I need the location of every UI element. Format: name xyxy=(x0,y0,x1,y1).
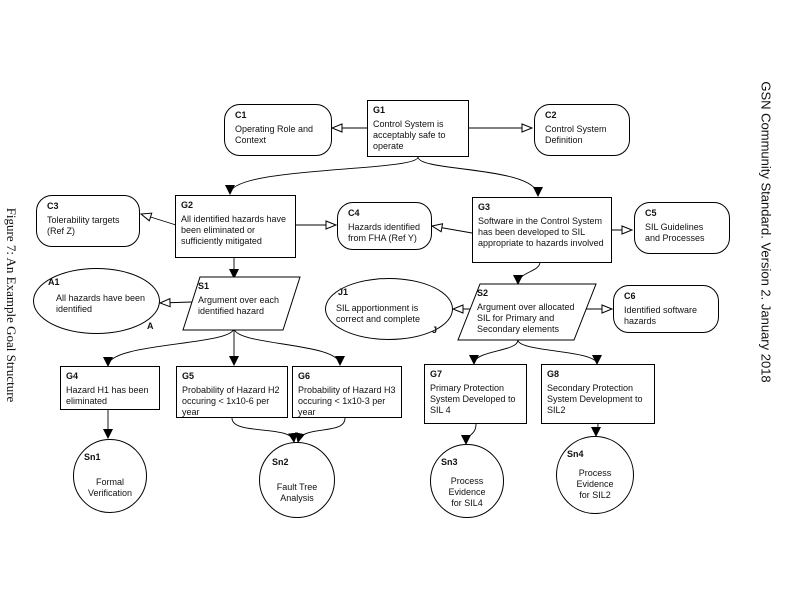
edge-g5-sn2 xyxy=(231,417,298,443)
solution-sn2: Sn2 Fault Tree Analysis xyxy=(259,442,335,518)
node-text: Probability of Hazard H2 occuring < 1x10… xyxy=(182,385,280,417)
node-id: Sn4 xyxy=(567,449,584,459)
goal-g8: G8 Secondary Protection System Developme… xyxy=(541,364,655,424)
context-c6: C6 Identified software hazards xyxy=(613,285,719,333)
node-id: G8 xyxy=(547,369,560,379)
edge-g6-sn2 xyxy=(295,417,346,443)
node-id: G6 xyxy=(298,371,311,381)
goal-g3: G3 Software in the Control System has be… xyxy=(472,197,612,263)
edge-s2-g8 xyxy=(517,339,602,365)
goal-g5: G5 Probability of Hazard H2 occuring < 1… xyxy=(176,366,288,418)
node-text: Hazard H1 has been eliminated xyxy=(66,385,149,406)
edge-g8-sn4 xyxy=(591,423,602,437)
node-id: Sn2 xyxy=(272,457,289,467)
standard-label: GSN Community Standard. Version 2. Janua… xyxy=(758,81,774,383)
node-id: C1 xyxy=(235,110,247,120)
node-text: All identified hazards have been elimina… xyxy=(181,214,287,246)
assumption-marker: A xyxy=(147,321,154,331)
node-text: Software in the Control System has been … xyxy=(478,216,604,248)
node-text: Argument over allocated SIL for Primary … xyxy=(477,302,575,334)
edge-g1-g2 xyxy=(225,156,419,195)
figure-caption: Figure 7: An Example Goal Structure xyxy=(4,207,19,403)
solution-sn1: Sn1 Formal Verification xyxy=(73,439,147,513)
assumption-a1: A1 All hazards have been identified xyxy=(33,268,160,334)
node-text: Control System Definition xyxy=(545,124,607,145)
goal-g1: G1 Control System is acceptably safe to … xyxy=(367,100,469,157)
edge-g1-g3 xyxy=(417,156,543,197)
node-id: S2 xyxy=(477,288,489,298)
node-text: Primary Protection System Developed to S… xyxy=(430,383,516,415)
solution-sn3: Sn3 Process Evidence for SIL4 xyxy=(430,444,504,518)
node-text: Probability of Hazard H3 occuring < 1x10… xyxy=(298,385,396,417)
node-text: SIL apportionment is correct and complet… xyxy=(336,303,421,324)
goal-g7: G7 Primary Protection System Developed t… xyxy=(424,364,527,424)
edge-s1-g4 xyxy=(103,327,235,367)
solution-sn4: Sn4 Process Evidence for SIL2 xyxy=(556,436,634,514)
justification-marker: J xyxy=(432,325,438,335)
justification-j1: J1 SIL apportionment is correct and comp… xyxy=(325,278,453,340)
context-c1: C1 Operating Role and Context xyxy=(224,104,332,156)
node-text: Secondary Protection System Development … xyxy=(547,383,643,415)
node-text: Hazards identified from FHA (Ref Y) xyxy=(348,222,421,243)
edge-g3-c4 xyxy=(432,226,473,234)
node-text: Formal Verification xyxy=(87,477,133,498)
node-text: Argument over each identified hazard xyxy=(198,295,280,316)
node-text: All hazards have been identified xyxy=(56,293,146,314)
node-text: Identified software hazards xyxy=(624,305,698,326)
node-id: S1 xyxy=(198,281,210,291)
node-text: Fault Tree Analysis xyxy=(276,482,318,503)
strategy-s2-shape xyxy=(457,283,597,341)
node-text: Process Evidence for SIL2 xyxy=(576,468,614,500)
context-c4: C4 Hazards identified from FHA (Ref Y) xyxy=(337,202,432,250)
node-text: SIL Guidelines and Processes xyxy=(645,222,705,243)
node-text: Tolerability targets (Ref Z) xyxy=(47,215,120,236)
node-id: Sn3 xyxy=(441,457,458,467)
edge-g7-sn3 xyxy=(461,423,477,445)
node-text: Operating Role and Context xyxy=(235,124,314,145)
strategy-s2: S2 Argument over allocated SIL for Prima… xyxy=(477,288,589,338)
node-id: J1 xyxy=(338,287,349,297)
node-id: G4 xyxy=(66,371,79,381)
node-id: A1 xyxy=(48,277,60,287)
context-c5: C5 SIL Guidelines and Processes xyxy=(634,202,730,254)
node-id: C2 xyxy=(545,110,557,120)
node-id: C5 xyxy=(645,208,657,218)
node-id: G5 xyxy=(182,371,195,381)
goal-g6: G6 Probability of Hazard H3 occuring < 1… xyxy=(292,366,402,418)
strategy-s1: S1 Argument over each identified hazard xyxy=(198,281,290,327)
goal-g2: G2 All identified hazards have been elim… xyxy=(175,195,296,258)
edge-s2-g7 xyxy=(469,339,519,365)
strategy-s1-shape xyxy=(182,276,301,331)
node-id: C6 xyxy=(624,291,636,301)
node-id: G1 xyxy=(373,105,386,115)
node-id: C4 xyxy=(348,208,360,218)
node-id: G3 xyxy=(478,202,491,212)
edge-s1-a1 xyxy=(160,302,193,303)
node-id: G7 xyxy=(430,369,443,379)
context-c3: C3 Tolerability targets (Ref Z) xyxy=(36,195,140,247)
node-id: C3 xyxy=(47,201,59,211)
edge-g2-c3 xyxy=(141,214,177,226)
edge-g3-s2 xyxy=(513,261,541,285)
node-id: G2 xyxy=(181,200,194,210)
node-id: Sn1 xyxy=(84,452,101,462)
goal-g4: G4 Hazard H1 has been eliminated xyxy=(60,366,160,410)
edge-s1-g6 xyxy=(233,327,345,366)
node-text: Control System is acceptably safe to ope… xyxy=(373,119,446,151)
context-c2: C2 Control System Definition xyxy=(534,104,630,156)
node-text: Process Evidence for SIL4 xyxy=(448,476,486,508)
